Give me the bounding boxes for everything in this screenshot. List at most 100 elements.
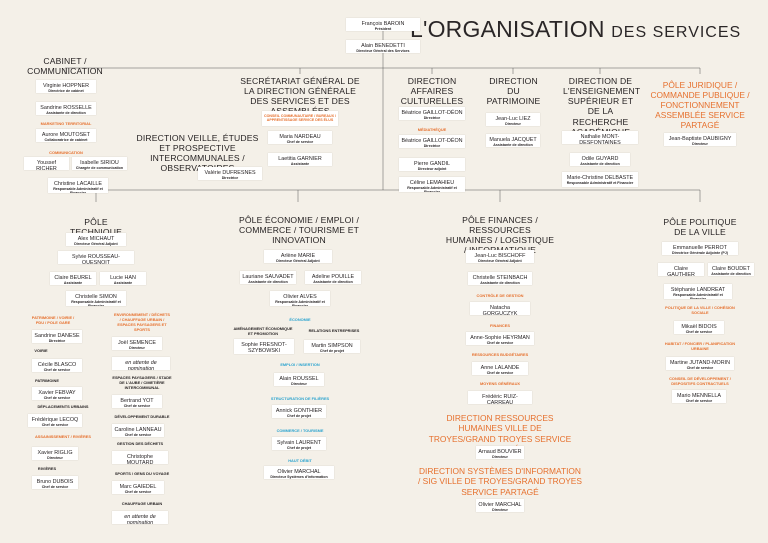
person-role: Directeur — [129, 345, 145, 350]
sub-sports: SPORTS / GENS DU VOYAGE — [114, 471, 170, 476]
person-name: Jean-Baptiste DAUBIGNY — [668, 135, 732, 142]
box-gauthier: Claire GAUTHIERAssistante de direction — [658, 263, 704, 276]
person-role: Directeur — [47, 455, 63, 460]
person-role: Directeur Systèmes d'information — [270, 474, 328, 479]
person-name: Manuela JACQUET — [489, 136, 537, 143]
person-role: Chef de projet — [319, 348, 345, 353]
sub-espaces: ESPACES PAYSAGERS / STADE DE L'AUBE / CI… — [112, 375, 172, 391]
person-role: Assistante de direction — [711, 271, 751, 276]
person-name: en attente de nomination — [125, 359, 157, 371]
person-name: Virginie HOPPNER — [42, 82, 90, 89]
sub-patrimoine2: PATRIMOINE — [35, 378, 59, 383]
person-name: Bertrand YOT — [120, 397, 154, 404]
person-role: Chef de projet — [286, 445, 312, 450]
person-name: Olivier MARCHAL — [478, 501, 522, 508]
person-name: Alain ROUSSEL — [279, 375, 319, 382]
person-name: Isabelle SIRIOU — [80, 159, 119, 166]
person-name: Alex MICHAUT — [77, 235, 115, 242]
person-role: Assistante de direction — [46, 110, 86, 115]
person-name: Alain BENEDETTI — [361, 42, 405, 49]
person-role: Directeur — [291, 381, 307, 386]
sub-marketing: MARKETING TERRITORIAL — [40, 121, 92, 126]
header-veille: DIRECTION VEILLE, ÉTUDES ET PROSPECTIVE … — [136, 133, 259, 173]
header-economie: PÔLE ÉCONOMIE / EMPLOI / COMMERCE / TOUR… — [238, 215, 360, 246]
person-name: Bruno DUBOIS — [36, 478, 74, 485]
person-name: Sylvain LAURENT — [276, 439, 322, 446]
sub-finances: FINANCES — [490, 323, 510, 328]
person-role: Chef de service — [486, 340, 514, 345]
person-name: Claire GAUTHIER — [667, 265, 695, 277]
sub-communication: COMMUNICATION — [49, 150, 83, 155]
person-name: Jean-Luc LIEZ — [495, 115, 531, 122]
person-role: Directeur Général Adjoint — [478, 258, 522, 263]
header-culture: DIRECTION AFFAIRES CULTURELLES — [400, 76, 464, 107]
person-role: Responsable Administratif et Financier — [407, 185, 457, 192]
person-name: Christelle SIMON — [75, 293, 117, 300]
sub-mediatheque: MÉDIATHÈQUE — [417, 127, 447, 132]
person-name: Céline LEMAHIEU — [409, 179, 455, 186]
box-conseil: CONSEIL COMMUNAUTAIRE / BUREAUX / APPREN… — [262, 111, 338, 126]
person-role: Responsable Administratif et Financier — [673, 292, 723, 299]
person-role: Chef de service — [686, 365, 714, 370]
person-role: Directeur adjoint — [417, 166, 447, 171]
person-name: Marc GAIEDEL — [119, 483, 157, 490]
person-role: Chef de service — [286, 139, 314, 144]
person-role: Assistante de direction — [580, 161, 620, 166]
person-name: Frédérique LECOQ — [31, 416, 79, 423]
person-name: Christine LACAILLE — [54, 180, 102, 187]
sub-economie: ÉCONOMIE — [289, 317, 311, 322]
person-name: Christophe MOUTARD — [126, 453, 154, 465]
person-role: Responsable Administratif et Financier — [566, 180, 634, 185]
person-role: Directrice — [48, 338, 66, 343]
person-role: Chef de service — [123, 403, 151, 408]
sub-chauffage: CHAUFFAGE URBAIN — [121, 501, 163, 506]
person-name: Maria NARDEAU — [279, 133, 321, 140]
sub-deplacements: DÉPLACEMENTS URBAINS — [37, 404, 89, 409]
person-name: Emmanuelle PERROT — [673, 244, 727, 251]
person-name: Olivier ALVES — [283, 293, 317, 300]
sub-rivieres: RIVIÈRES — [37, 466, 57, 471]
person-name: Pierre GANDIL — [414, 160, 450, 167]
box-nomination-2: en attente de nominationChef de service — [112, 511, 168, 524]
person-name: Marie-Christine DELBASTE — [566, 174, 634, 181]
person-role: Chef de service — [124, 432, 152, 437]
box-richer: Youssef RICHERDirecteur — [24, 157, 69, 170]
person-role: Président — [374, 26, 392, 31]
person-name: Caroline LANNEAU — [114, 426, 162, 433]
box-moutard: Christophe MOUTARDChef de service — [112, 451, 168, 464]
person-name: Aurore MOUTOSET — [41, 131, 91, 138]
person-name: Xavier FEBVAY — [38, 389, 76, 396]
person-name: Nathalie MONT-DESFONTAINES — [579, 133, 621, 145]
person-name: Cécile BLASCO — [37, 361, 77, 368]
person-name: François BAROIN — [361, 20, 405, 27]
header-cabinet: CABINET / COMMUNICATION — [27, 56, 103, 77]
person-role: Responsable Administratif et Financier — [71, 299, 121, 306]
